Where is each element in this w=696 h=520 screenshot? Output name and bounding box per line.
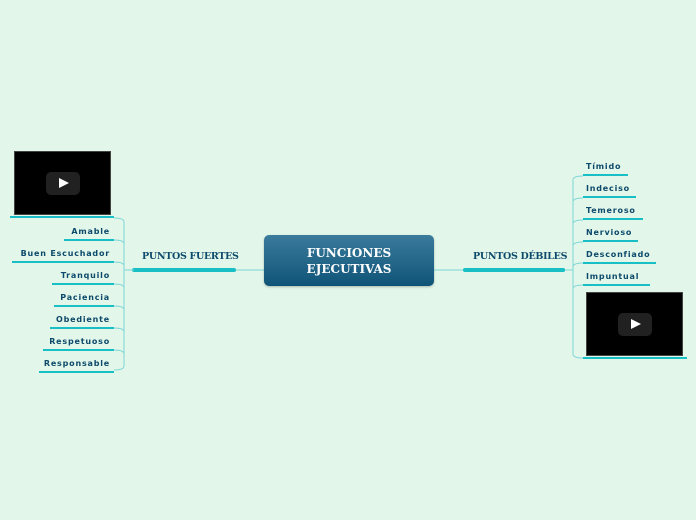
branch-puntos-fuertes[interactable]: PUNTOS FUERTES xyxy=(142,251,239,262)
leaf-indeciso[interactable]: Indeciso xyxy=(586,184,630,193)
leaf-temeroso[interactable]: Temeroso xyxy=(586,206,636,215)
leaf-desconfiado[interactable]: Desconfiado xyxy=(586,250,651,259)
leaf-impuntual[interactable]: Impuntual xyxy=(586,272,640,281)
play-icon[interactable] xyxy=(45,172,80,195)
branch-puntos-debiles[interactable]: PUNTOS DÉBILES xyxy=(473,251,568,262)
video-thumbnail-right[interactable] xyxy=(586,292,683,356)
central-topic-line2: EJECUTIVAS xyxy=(306,261,392,276)
central-topic[interactable]: FUNCIONES EJECUTIVAS xyxy=(264,235,434,286)
play-icon[interactable] xyxy=(617,313,652,336)
leaf-timido[interactable]: Tímido xyxy=(586,162,622,171)
leaf-buen-escuchador[interactable]: Buen Escuchador xyxy=(20,249,110,258)
leaf-tranquilo[interactable]: Tranquilo xyxy=(60,271,110,280)
leaf-obediente[interactable]: Obediente xyxy=(56,315,110,324)
leaf-paciencia[interactable]: Paciencia xyxy=(60,293,110,302)
leaf-responsable[interactable]: Responsable xyxy=(43,359,110,368)
video-thumbnail-left[interactable] xyxy=(14,151,111,215)
leaf-amable[interactable]: Amable xyxy=(71,227,110,236)
central-topic-line1: FUNCIONES xyxy=(306,245,392,260)
leaf-respetuoso[interactable]: Respetuoso xyxy=(49,337,110,346)
leaf-nervioso[interactable]: Nervioso xyxy=(586,228,633,237)
